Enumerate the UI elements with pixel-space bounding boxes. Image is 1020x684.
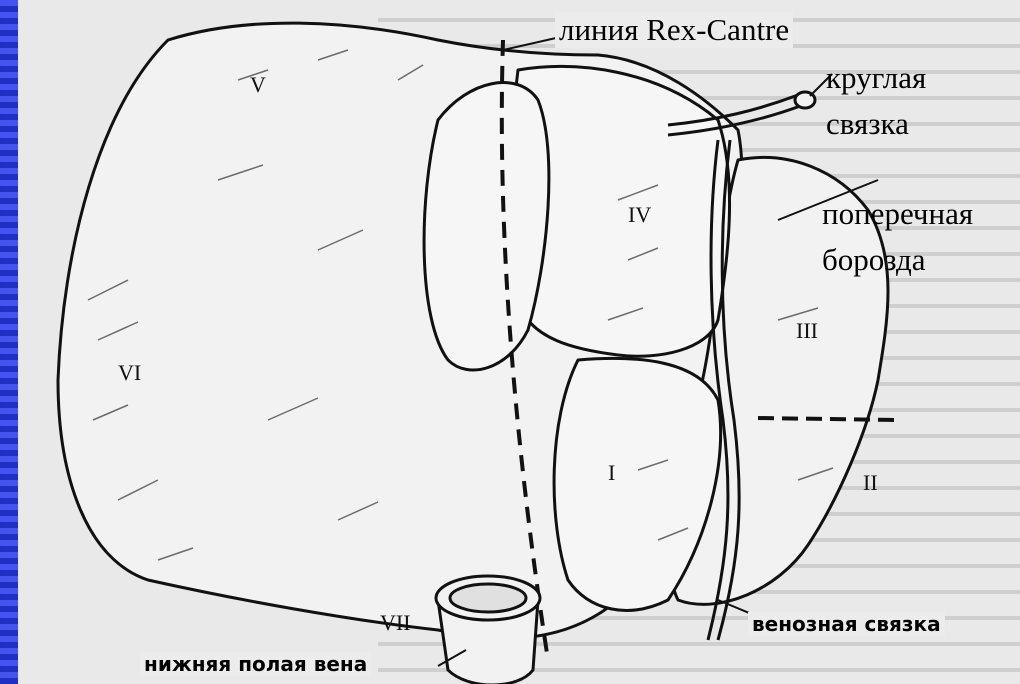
label-venous-ligament: венозная связка (748, 612, 945, 636)
segment-label-i: I (608, 460, 615, 486)
segment-label-iv: IV (628, 202, 651, 228)
label-round-ligament-line1: круглая (826, 60, 926, 96)
segment-label-iii: III (796, 318, 818, 344)
label-inferior-vena-cava: нижняя полая вена (140, 652, 371, 676)
liver-illustration: V IV VI III I II VII линия Rex-Cantre кр… (18, 0, 1020, 684)
liver-drawing (18, 0, 1020, 684)
segment-label-ii: II (863, 470, 878, 496)
segment-label-vii: VII (380, 610, 411, 636)
segment-label-vi: VI (118, 360, 141, 386)
leader-rex-cantre (503, 38, 556, 50)
label-transverse-groove-line1: поперечная (822, 196, 973, 232)
label-transverse-groove-line2: борозда (822, 242, 926, 278)
slide-decoration-stripe (0, 0, 18, 684)
hilum-oval (424, 83, 549, 370)
label-rex-cantre-line: линия Rex-Cantre (555, 12, 793, 48)
segment-label-v: V (250, 72, 266, 98)
label-round-ligament-line2: связка (826, 106, 909, 142)
